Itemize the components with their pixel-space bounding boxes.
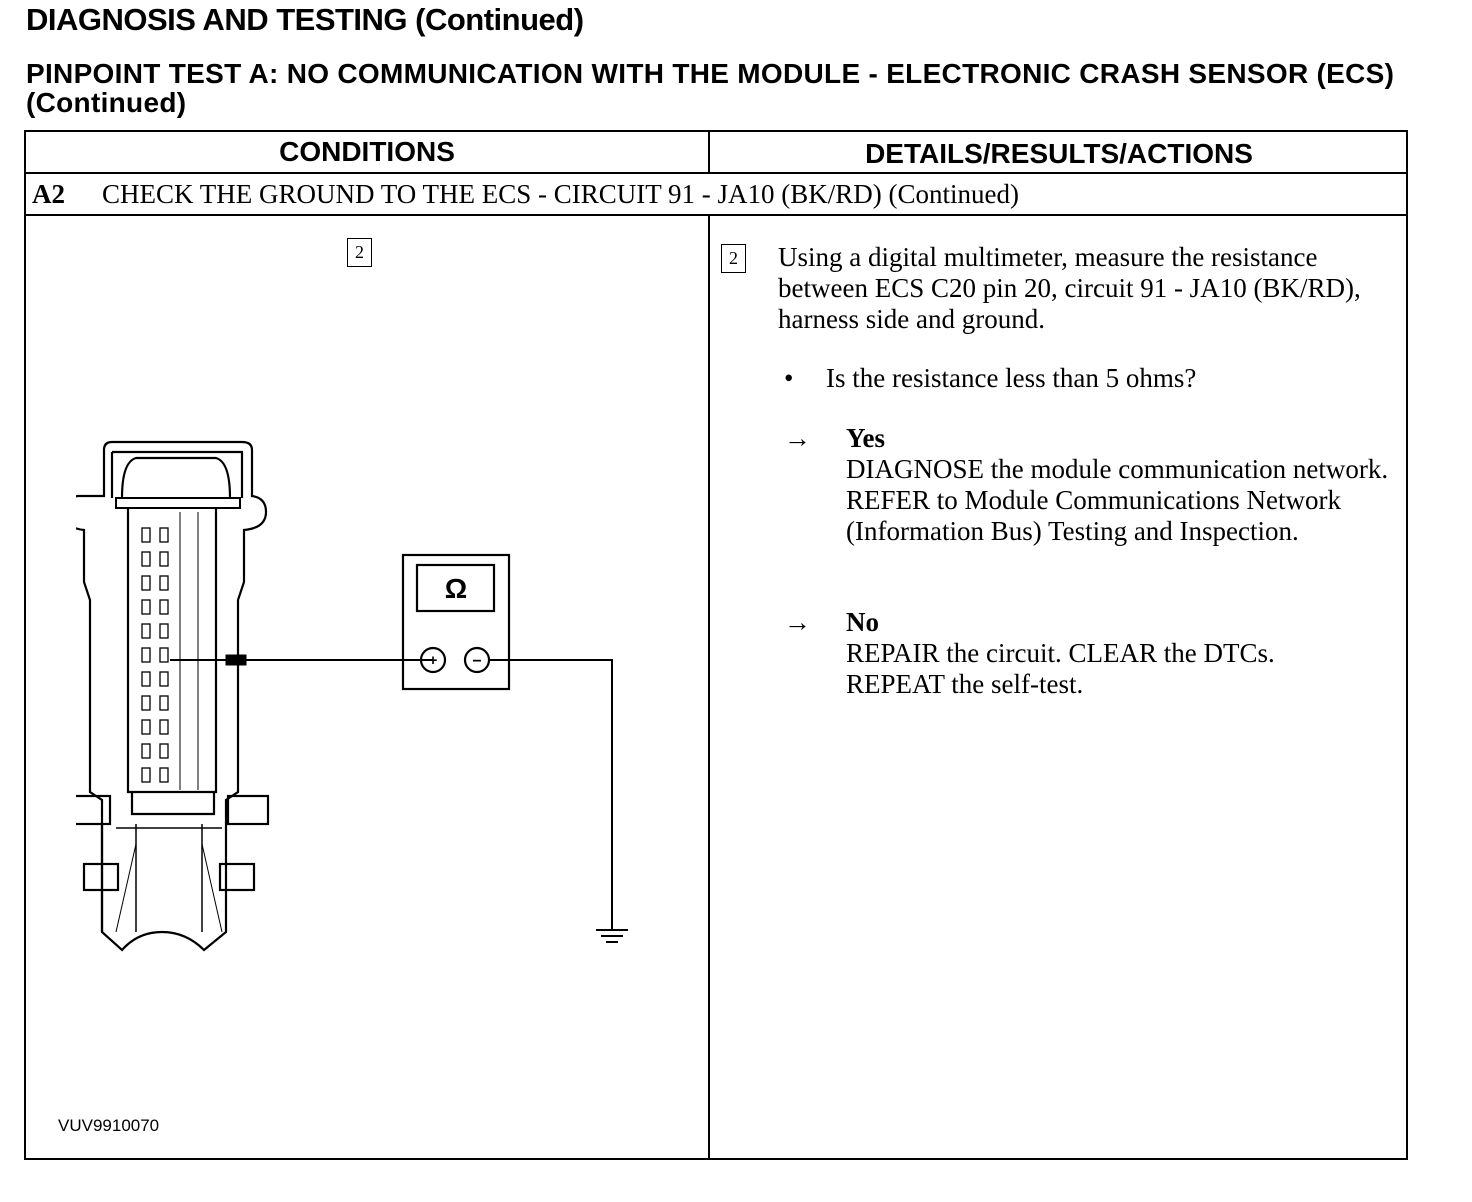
yes-answer-label: Yes: [846, 423, 885, 453]
instruction-text: Using a digital multimeter, measure the …: [778, 242, 1361, 334]
probe-icon: [170, 654, 247, 666]
connector-icon: [76, 440, 270, 952]
question-bullet: •: [784, 363, 794, 393]
page-title: DIAGNOSIS AND TESTING (Continued): [26, 2, 584, 37]
step-row-divider: [26, 214, 1406, 216]
figure-code: VUV9910070: [58, 1116, 160, 1135]
yes-action-text: DIAGNOSE the module communication networ…: [846, 454, 1389, 546]
positive-terminal-label: +: [429, 652, 438, 669]
ohm-symbol: Ω: [445, 573, 467, 604]
conditions-column-header: CONDITIONS: [279, 136, 455, 167]
no-answer-label: No: [846, 607, 879, 637]
question-text: Is the resistance less than 5 ohms?: [826, 363, 1197, 393]
step-id: A2: [32, 178, 65, 209]
connector-pins: [141, 512, 199, 790]
yes-arrow-icon: →: [784, 423, 811, 453]
body-column-divider: [708, 214, 710, 1158]
conditions-step-number: 2: [347, 238, 372, 267]
details-column-header: DETAILS/RESULTS/ACTIONS: [865, 138, 1253, 169]
no-arrow-icon: →: [784, 607, 811, 637]
header-divider: [26, 172, 1406, 174]
connector-test-diagram: Ω + −: [76, 440, 628, 952]
multimeter-icon: [401, 553, 511, 691]
test-lead-negative: [489, 659, 613, 930]
ground-symbol-icon: [596, 929, 628, 943]
pinpoint-test-title: PINPOINT TEST A: NO COMMUNICATION WITH T…: [26, 58, 1395, 118]
pinpoint-test-table: CONDITIONS DETAILS/RESULTS/ACTIONS A2 CH…: [24, 130, 1408, 1160]
no-action-text: REPAIR the circuit. CLEAR the DTCs. REPE…: [846, 638, 1275, 699]
step-title: CHECK THE GROUND TO THE ECS - CIRCUIT 91…: [102, 178, 1020, 209]
negative-terminal-label: −: [472, 653, 481, 670]
details-step-number: 2: [721, 244, 746, 273]
header-column-divider: [708, 132, 710, 172]
